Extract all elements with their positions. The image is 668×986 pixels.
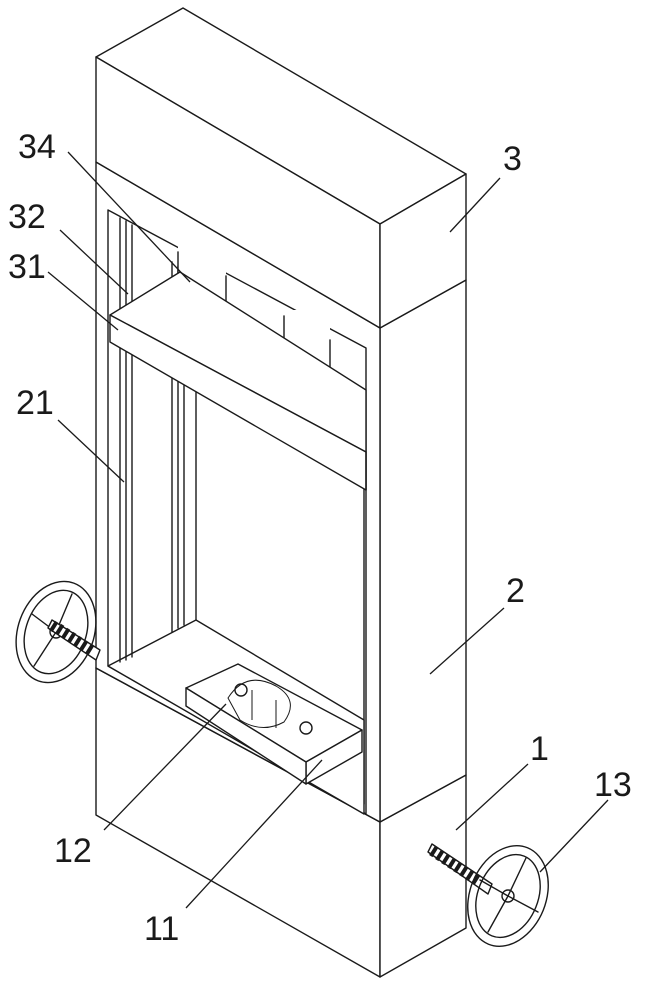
label-34: 34 bbox=[18, 128, 56, 166]
leader-1 bbox=[456, 764, 528, 830]
label-1: 1 bbox=[530, 730, 549, 768]
label-13: 13 bbox=[594, 766, 632, 804]
label-21: 21 bbox=[16, 384, 54, 422]
label-12: 12 bbox=[54, 832, 92, 870]
label-32: 32 bbox=[8, 198, 46, 236]
label-31: 31 bbox=[8, 248, 46, 286]
right-handwheel bbox=[453, 834, 562, 959]
label-3: 3 bbox=[503, 140, 522, 178]
label-2: 2 bbox=[506, 572, 525, 610]
leader-13 bbox=[540, 800, 608, 872]
label-11: 11 bbox=[144, 910, 179, 948]
left-screw bbox=[48, 620, 100, 660]
